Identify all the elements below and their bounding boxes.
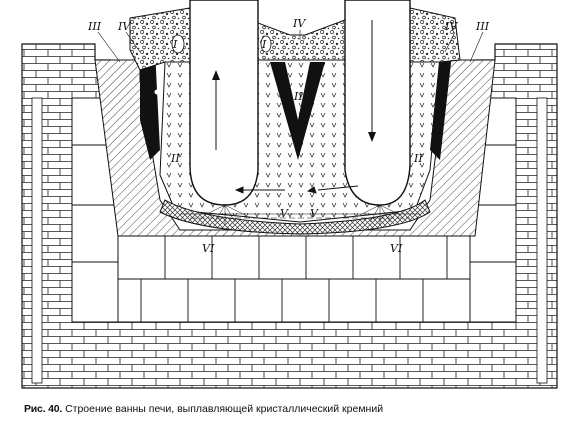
label-II-left: II (170, 152, 180, 165)
label-III-right: III (475, 20, 490, 33)
label-IV-left: IV (117, 20, 131, 33)
label-III-center: III (293, 90, 308, 103)
carbide-crust-right (430, 52, 452, 160)
electrode-left (189, 0, 259, 206)
label-leaders (97, 30, 484, 63)
label-VI-left: VI (202, 242, 215, 255)
carbide-crust-left (140, 50, 160, 160)
label-III-left: III (87, 20, 102, 33)
label-I-left: I (172, 38, 178, 51)
caption-label: Рис. 40. (24, 403, 63, 415)
charge-right (409, 7, 461, 63)
label-II-right: II (413, 152, 423, 165)
carbide-crust-center (270, 62, 325, 160)
gas-flow-arrows (234, 185, 359, 194)
label-V-b: V (310, 207, 319, 220)
label-IV-right: IV (444, 20, 458, 33)
zone-labels: III IV I I IV IV III III II II V V VI VI (87, 17, 490, 255)
metal-pool (159, 199, 431, 235)
label-IV-center: IV (292, 17, 306, 30)
arc-radiation (204, 204, 401, 225)
figure-caption: Рис. 40. Строение ванны печи, выплавляющ… (24, 403, 564, 415)
caption-text: Строение ванны печи, выплавляющей криста… (65, 403, 384, 415)
label-V-a: V (280, 207, 289, 220)
label-VI-right: VI (390, 242, 403, 255)
label-I-center: I (261, 38, 267, 51)
electrode-right (344, 0, 411, 206)
